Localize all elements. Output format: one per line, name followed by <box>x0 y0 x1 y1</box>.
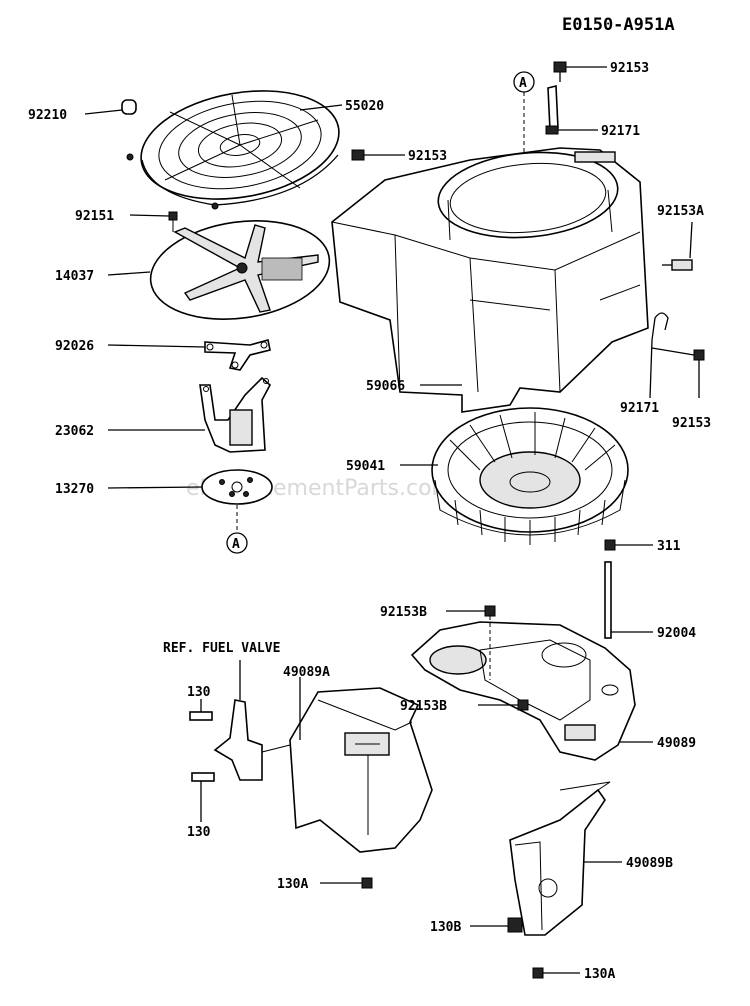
label-92026: 92026 <box>55 339 94 354</box>
stud-92004[interactable] <box>604 561 612 639</box>
label-130A-mid: 130A <box>277 877 308 892</box>
bracket-92026[interactable] <box>204 338 271 371</box>
label-92153-top: 92153 <box>610 61 649 76</box>
diagram-code: E0150-A951A <box>562 15 675 35</box>
label-130-bottom: 130 <box>187 825 211 840</box>
fan-screen-55020[interactable] <box>126 76 348 213</box>
svg-text:A: A <box>232 537 240 552</box>
screw-92151[interactable] <box>168 211 178 232</box>
disc-13270[interactable] <box>201 469 273 505</box>
cover-49089A[interactable] <box>289 687 433 853</box>
label-92210: 92210 <box>28 108 67 123</box>
bolt-92153A[interactable] <box>662 259 693 271</box>
leader-lines <box>84 66 700 974</box>
bolt-92153B-mid[interactable] <box>517 699 529 711</box>
ref-marker-a-bottom: A <box>226 532 248 554</box>
label-92153A: 92153A <box>657 204 704 219</box>
label-59041: 59041 <box>346 459 385 474</box>
label-49089B: 49089B <box>626 856 673 871</box>
label-49089: 49089 <box>657 736 696 751</box>
label-55020: 55020 <box>345 99 384 114</box>
label-92171-top: 92171 <box>601 124 640 139</box>
bolt-92153-mid[interactable] <box>351 149 365 161</box>
svg-text:A: A <box>519 76 527 91</box>
cap-nut-92210[interactable] <box>121 99 137 115</box>
label-92153-side: 92153 <box>672 416 711 431</box>
bolt-130-top[interactable] <box>189 711 213 721</box>
label-130B: 130B <box>430 920 461 935</box>
blower-housing-59066[interactable] <box>331 145 649 413</box>
bolt-130-bottom[interactable] <box>191 772 215 782</box>
baffle-49089[interactable] <box>410 621 636 761</box>
flywheel-59041[interactable] <box>431 407 629 545</box>
label-23062: 23062 <box>55 424 94 439</box>
bolt-130A-bottom[interactable] <box>532 967 544 979</box>
bracket-23062[interactable] <box>199 376 272 453</box>
fuel-valve-bracket[interactable] <box>213 660 291 781</box>
label-49089A: 49089A <box>283 665 330 680</box>
label-13270: 13270 <box>55 482 94 497</box>
rod-92171-top[interactable] <box>545 84 559 135</box>
label-311: 311 <box>657 539 681 554</box>
label-130A-bottom: 130A <box>584 967 615 982</box>
bracket-92171-side[interactable] <box>651 312 669 341</box>
bolt-130A-mid[interactable] <box>361 877 373 889</box>
label-130-top: 130 <box>187 685 211 700</box>
label-59066: 59066 <box>366 379 405 394</box>
label-92004: 92004 <box>657 626 696 641</box>
bolt-130B[interactable] <box>507 917 523 933</box>
cover-49089B[interactable] <box>509 781 611 936</box>
nut-311[interactable] <box>604 539 616 551</box>
label-92153B-mid: 92153B <box>400 699 447 714</box>
bolt-92153-top[interactable] <box>553 61 567 82</box>
label-92151: 92151 <box>75 209 114 224</box>
bolt-92153-side[interactable] <box>693 349 705 361</box>
note-ref-fuel-valve: REF. FUEL VALVE <box>163 641 280 656</box>
label-92171-side: 92171 <box>620 401 659 416</box>
label-14037: 14037 <box>55 269 94 284</box>
fan-plate-14037[interactable] <box>144 210 336 330</box>
label-92153-mid: 92153 <box>408 149 447 164</box>
ref-marker-a-top: A <box>513 71 535 93</box>
label-92153B-top: 92153B <box>380 605 427 620</box>
